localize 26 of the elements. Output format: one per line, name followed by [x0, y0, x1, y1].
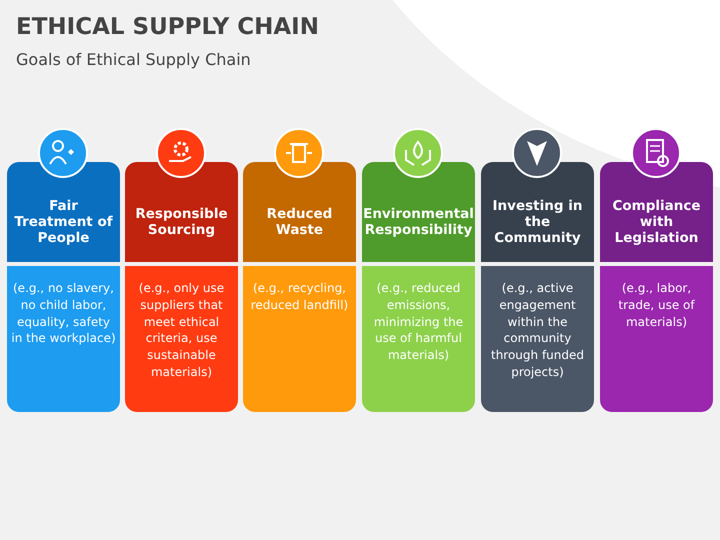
goal-heading: Reduced Waste — [266, 206, 334, 238]
title: ETHICAL SUPPLY CHAIN — [16, 14, 319, 40]
goal-description: (e.g., labor, trade, use of materials) — [617, 280, 696, 330]
goal-heading: Environmental Responsibility — [363, 206, 474, 238]
goal-description: (e.g., no slavery, no child labor, equality, safety in the workplace) — [11, 280, 116, 348]
description-panel — [243, 266, 356, 412]
description-panel — [600, 266, 713, 412]
description-panel — [481, 266, 594, 412]
goal-description: (e.g., reduced emissions, minimizing the use of harmful materials) — [372, 280, 464, 364]
heading-panel — [600, 162, 713, 262]
goal-heading: Responsible Sourcing — [134, 206, 229, 238]
description-panel — [7, 266, 120, 412]
description-panel — [362, 266, 475, 412]
goal-description: (e.g., recycling, reduced landfill) — [250, 280, 350, 314]
heading-panel — [243, 162, 356, 262]
goal-heading: Investing in the Community — [492, 198, 584, 246]
goal-description: (e.g., active engagement within the community through funded projects) — [490, 280, 586, 381]
goal-heading: Fair Treatment of People — [13, 198, 114, 246]
heading-panel — [7, 162, 120, 262]
goal-heading: Compliance with Legislation — [611, 198, 702, 246]
subtitle: Goals of Ethical Supply Chain — [16, 50, 251, 69]
description-panel — [125, 266, 238, 412]
goal-description: (e.g., only use suppliers that meet ethical criteria, use sustainable materials) — [138, 280, 226, 381]
heading-panel — [125, 162, 238, 262]
heading-panel — [362, 162, 475, 262]
heading-panel — [481, 162, 594, 262]
